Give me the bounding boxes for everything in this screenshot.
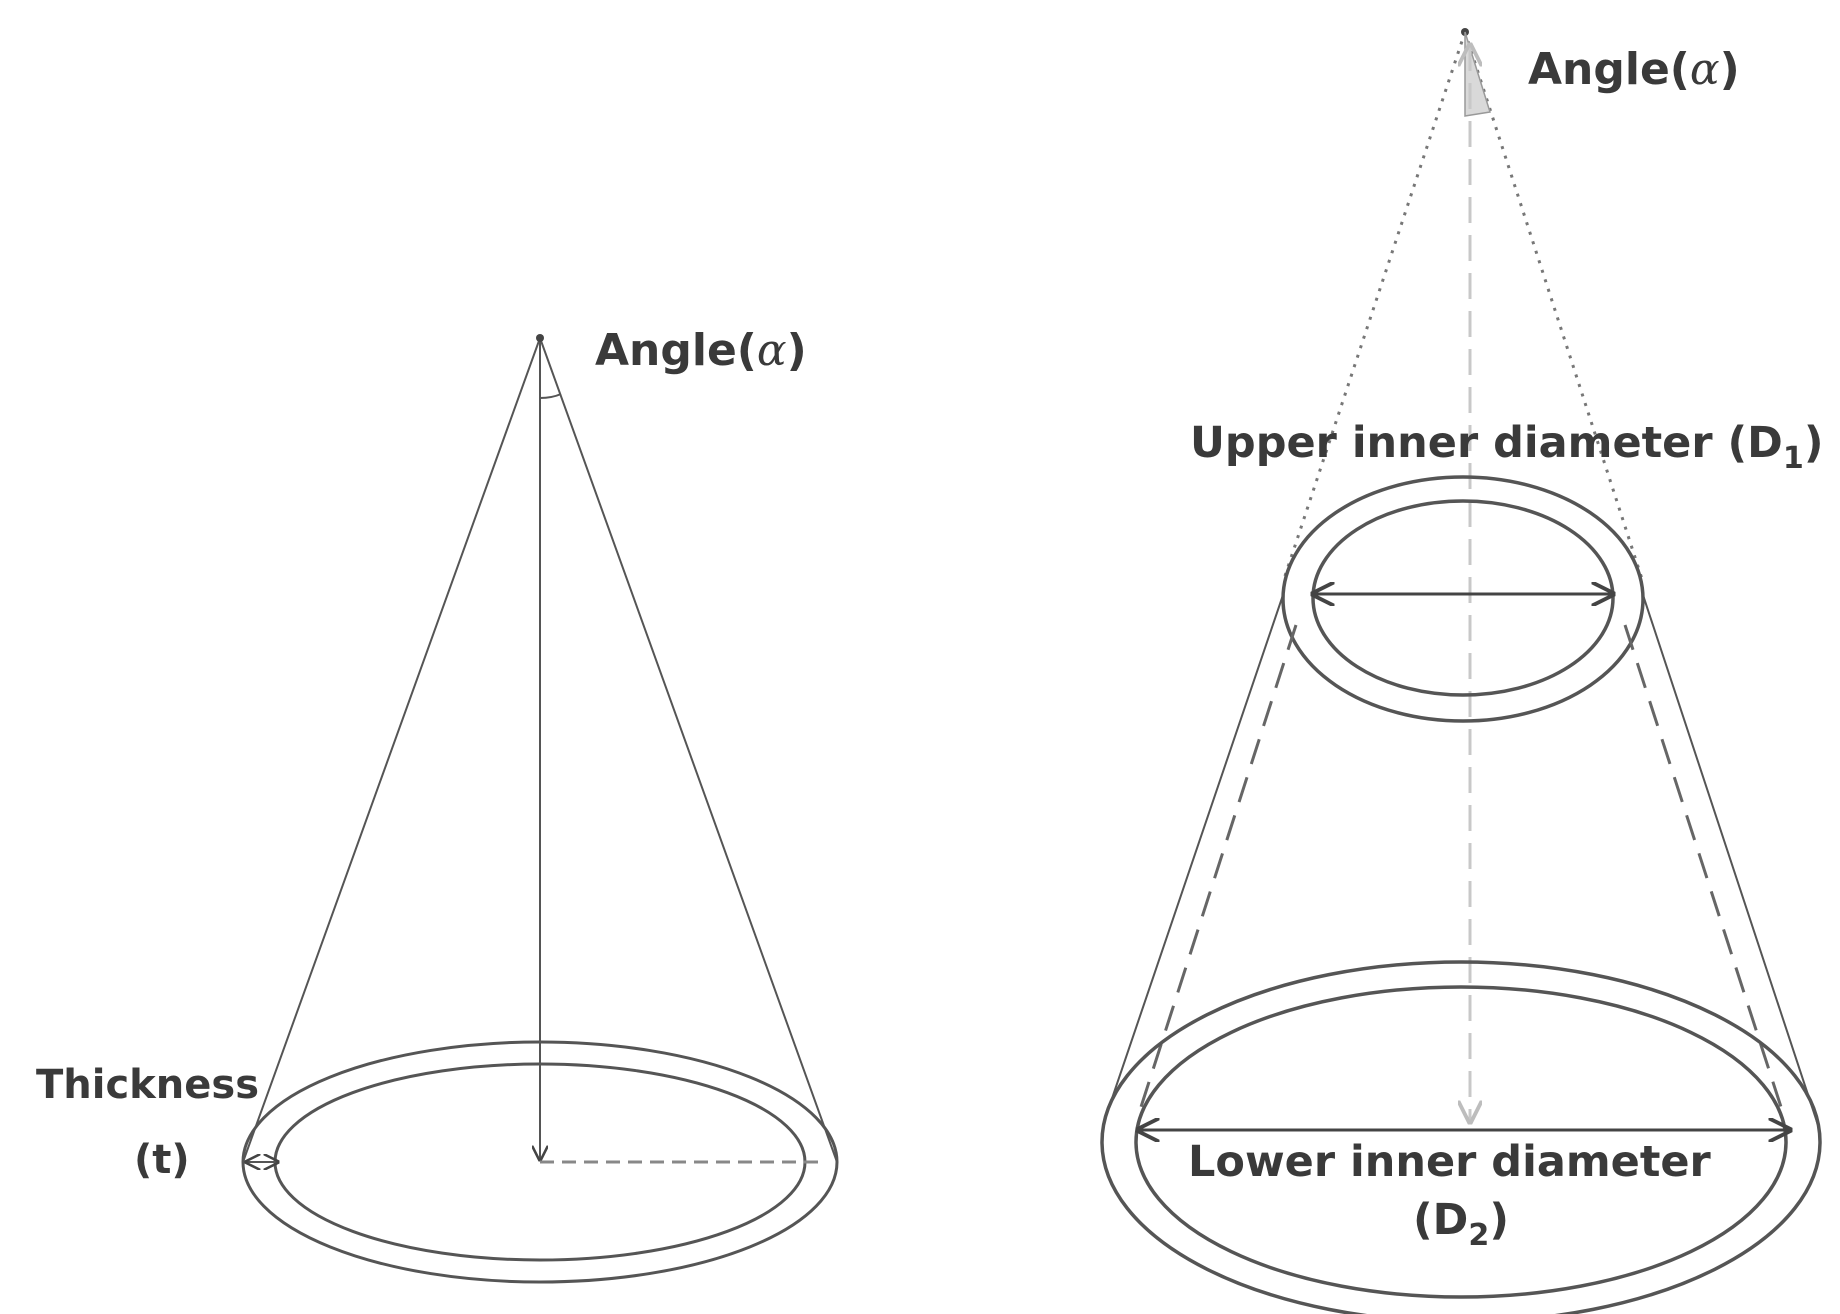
lower-diameter-label: Lower inner diameter	[1188, 1137, 1711, 1187]
left-angle-label: Angle(α)	[595, 325, 807, 376]
upper-diameter-label: Upper inner diameter (D1)	[1190, 418, 1824, 476]
lower-diameter-close: )	[1489, 1195, 1509, 1245]
right-top-inner	[1311, 499, 1615, 697]
left-cone-apex	[536, 334, 544, 342]
thickness-symbol-label: (t)	[134, 1137, 190, 1183]
right-bottom-inner	[1134, 985, 1788, 1299]
right-outer-right-side	[1642, 594, 1819, 1126]
left-angle-close: )	[786, 325, 807, 376]
left-cone-left-side	[242, 337, 541, 1163]
upper-diameter-sub: 1	[1782, 440, 1804, 476]
left-cone-angle-arc	[539, 393, 562, 399]
right-angle-symbol: α	[1689, 44, 1720, 95]
upper-diameter-close: )	[1803, 418, 1824, 468]
thickness-label: Thickness	[36, 1062, 259, 1108]
left-cone	[241, 334, 839, 1284]
lower-diameter-text: Lower inner diameter	[1188, 1137, 1711, 1187]
right-outer-left-side	[1102, 594, 1284, 1126]
left-angle-text: Angle(	[595, 325, 757, 376]
right-angle-close: )	[1719, 44, 1740, 95]
right-apex-dotted-right	[1463, 31, 1645, 583]
lower-diameter-open: (D	[1413, 1195, 1469, 1245]
right-bottom-outer	[1100, 960, 1822, 1314]
right-angle-text: Angle(	[1528, 44, 1690, 95]
thickness-label-line1: Thickness	[36, 1062, 260, 1108]
lower-diameter-symbol-label: (D2)	[1413, 1195, 1509, 1253]
thickness-label-line2: (t)	[134, 1137, 190, 1183]
right-inner-right-side	[1623, 624, 1784, 1111]
left-cone-right-side	[539, 337, 838, 1163]
lower-diameter-sub: 2	[1468, 1217, 1490, 1253]
left-angle-symbol: α	[756, 325, 787, 376]
right-inner-left-side	[1138, 624, 1298, 1111]
upper-diameter-text: Upper inner diameter (D	[1190, 418, 1783, 468]
right-top-outer	[1281, 475, 1645, 723]
right-frustum	[1100, 28, 1822, 1314]
right-angle-label: Angle(α)	[1528, 44, 1740, 95]
right-apex-dotted-left	[1281, 31, 1467, 583]
